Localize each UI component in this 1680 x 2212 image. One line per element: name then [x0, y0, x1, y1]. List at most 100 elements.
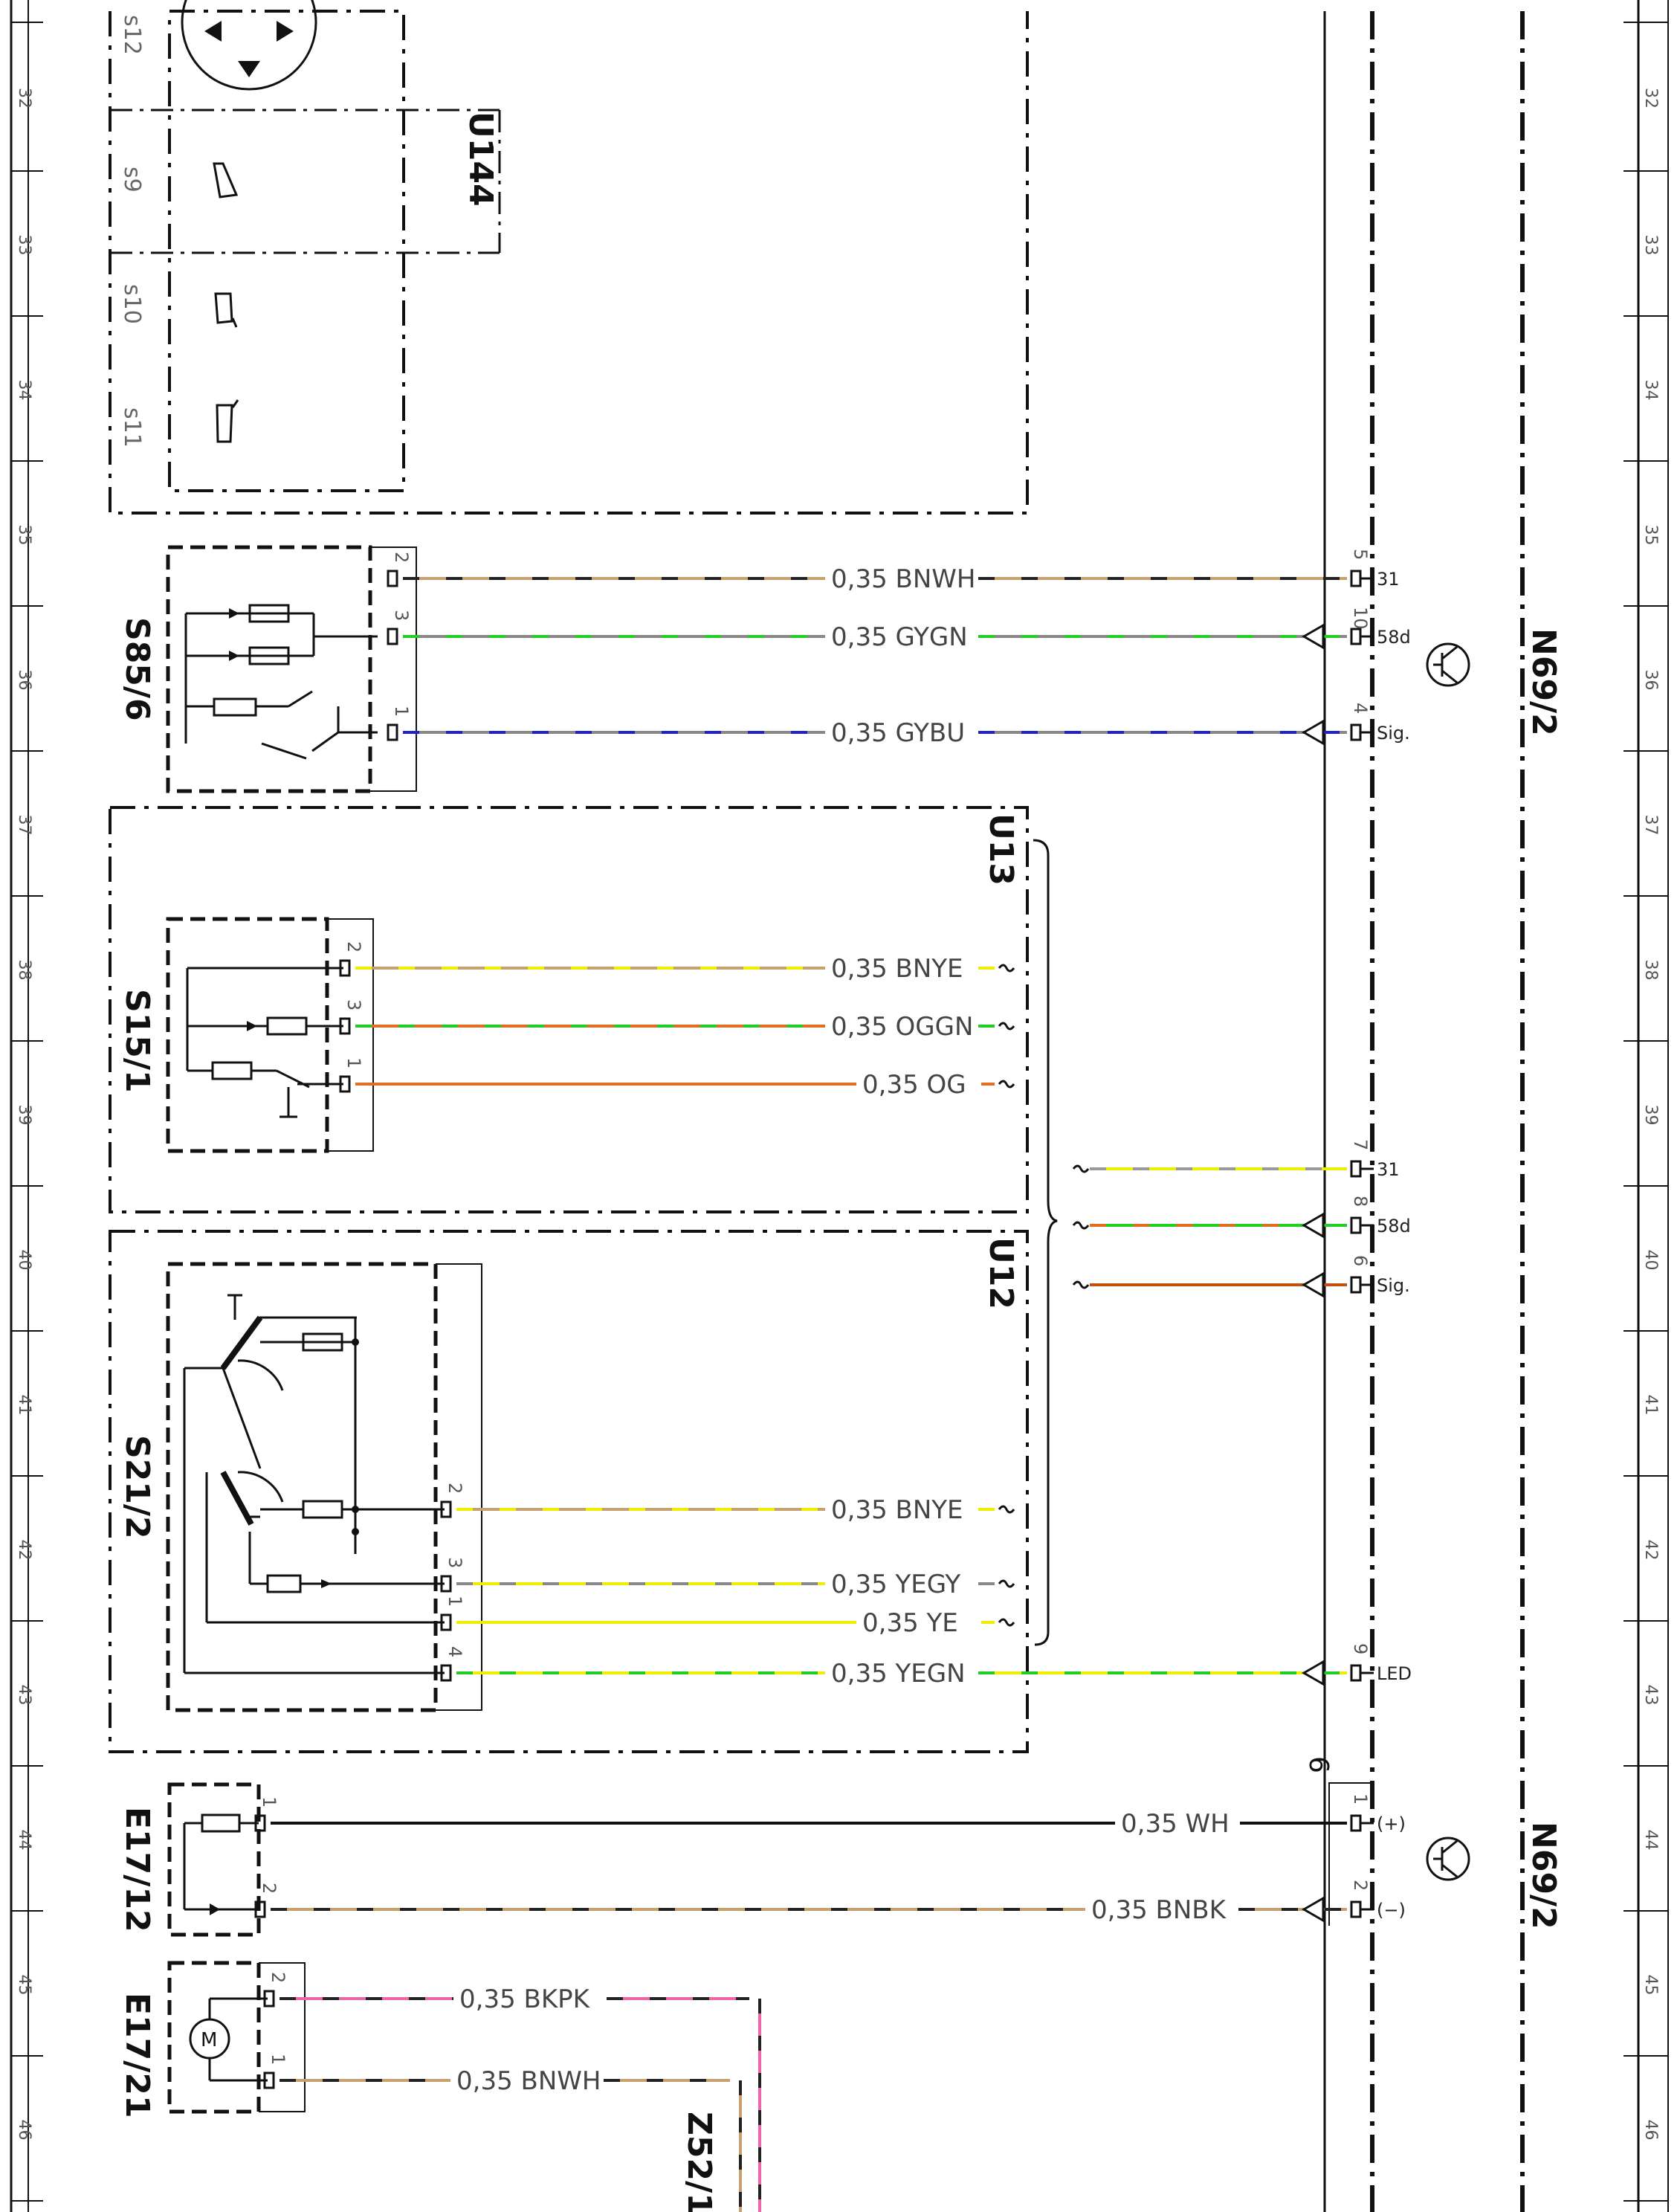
wire-break-symbol — [998, 1080, 1015, 1089]
right-pin-name: (+) — [1377, 1813, 1406, 1834]
s85-6-label: S85/6 — [118, 617, 156, 721]
wire-w6: 10,35 OG — [339, 1057, 1015, 1100]
left-pin-symbol — [387, 723, 398, 741]
signal-arrow-icon — [1301, 1660, 1325, 1686]
left-pin-number: 3 — [391, 610, 412, 621]
wire-break-symbol — [998, 1579, 1015, 1588]
transistor-icon-bottom — [1426, 1837, 1470, 1881]
left-pin-symbol — [339, 1017, 351, 1035]
connector-6-label: 6 — [1303, 1756, 1334, 1773]
ruler-number: 35 — [1641, 525, 1660, 546]
ruler-number: 43 — [1641, 1685, 1660, 1706]
right-pin-symbol — [1350, 723, 1362, 741]
s85-6-switch: S85/6 — [118, 545, 417, 793]
ruler-number: 41 — [15, 1395, 33, 1416]
right-pin-number: 8 — [1350, 1196, 1371, 1207]
left-pin-symbol — [263, 1990, 275, 2008]
left-pin-number: 1 — [391, 706, 412, 717]
wire-w7: 7 31 — [1072, 1139, 1400, 1180]
wire-label: 0,35 BNWH — [831, 564, 975, 594]
wire-label: 0,35 BNYE — [831, 1495, 963, 1525]
transistor-icon — [1426, 642, 1470, 687]
wire-label: 0,35 GYBU — [831, 718, 965, 748]
right-pin-name: (−) — [1377, 1900, 1406, 1921]
ruler-number: 41 — [1641, 1395, 1660, 1416]
ruler-number: 40 — [1641, 1250, 1660, 1271]
wire-label: 0,35 BKPK — [459, 1984, 591, 2014]
signal-arrow-icon — [1301, 623, 1325, 650]
signal-arrow-icon — [1301, 719, 1325, 746]
ruler-number: 44 — [15, 1830, 33, 1851]
wire-label: 0,35 BNWH — [456, 2066, 601, 2096]
right-pin-symbol — [1350, 628, 1362, 645]
wire-label: 0,35 OGGN — [831, 1012, 973, 1042]
right-pin-number: 4 — [1350, 703, 1371, 714]
wire-label: 0,35 GYGN — [831, 622, 968, 652]
left-pin-number: 2 — [268, 1972, 288, 1983]
left-pin-symbol — [339, 959, 351, 977]
right-pin-symbol — [1350, 1814, 1362, 1832]
right-pin-number: 6 — [1350, 1255, 1371, 1266]
left-pin-number: 3 — [445, 1557, 465, 1568]
wire-break-symbol — [998, 1022, 1015, 1031]
left-pin-number: 2 — [445, 1483, 465, 1494]
wire-w17: 10,35 BNWH — [263, 2054, 730, 2096]
wire-label: 0,35 WH — [1121, 1809, 1230, 1839]
right-pin-number: 1 — [1350, 1793, 1371, 1805]
right-pin-symbol — [1350, 1664, 1362, 1682]
connector-6-bracket: 6 — [1303, 1756, 1372, 1926]
ruler-number: 39 — [1641, 1105, 1660, 1126]
s21-2-switch: S21/2 — [118, 1262, 482, 1712]
ruler-number: 35 — [15, 525, 33, 546]
s15-1-switch: S15/1 — [118, 917, 374, 1153]
right-pin-name: LED — [1377, 1663, 1412, 1684]
ruler-number: 42 — [15, 1540, 33, 1561]
ruler-number: 34 — [15, 380, 33, 401]
sub-label-s10: s10 — [119, 284, 145, 324]
signal-arrow-icon — [1301, 1212, 1325, 1239]
direction-pad-icon — [181, 0, 317, 91]
wire-label: 0,35 YE — [862, 1608, 958, 1638]
wire-label: 0,35 BNBK — [1091, 1895, 1227, 1925]
left-pin-symbol — [440, 1664, 452, 1682]
u12-module: U12 — [109, 1230, 1029, 1753]
sub-label-s12: s12 — [119, 15, 145, 55]
right-pin-number: 2 — [1350, 1880, 1371, 1891]
right-pin-number: 7 — [1350, 1139, 1371, 1150]
right-pin-name: Sig. — [1377, 1275, 1410, 1296]
left-pin-symbol — [440, 1613, 452, 1631]
wire-w14: 10,35 WH1(+) — [254, 1793, 1406, 1839]
ruler-number: 34 — [1641, 380, 1660, 401]
z52-1-splice: Z52/1 — [680, 1999, 761, 2212]
left-pin-symbol — [339, 1075, 351, 1093]
left-pin-number: 3 — [343, 999, 364, 1010]
ruler-number: 36 — [1641, 670, 1660, 691]
left-pin-symbol — [440, 1575, 452, 1593]
ruler-number: 45 — [15, 1975, 33, 1996]
e17-12-component: E17/12 — [118, 1782, 261, 1937]
signal-arrow-icon — [1301, 1896, 1325, 1923]
ruler-number: 42 — [1641, 1540, 1660, 1561]
u13-module: U13 — [109, 806, 1058, 1646]
right-pin-name: 31 — [1377, 1159, 1400, 1180]
wire-break-symbol — [1072, 1280, 1090, 1289]
left-pin-number: 2 — [343, 941, 364, 952]
wire-w11: 30,35 YEGY — [440, 1557, 1015, 1599]
sub-label-s11: s11 — [119, 407, 145, 448]
left-pin-symbol — [254, 1900, 266, 1918]
left-pin-number: 4 — [445, 1646, 465, 1657]
u144-module: U144 s12 s9 s10 s11 — [109, 0, 1029, 515]
e17-21-label: E17/21 — [118, 1993, 156, 2118]
signal-arrow-icon — [1301, 1271, 1325, 1298]
n69-2-label-top: N69/2 — [1525, 628, 1563, 736]
left-pin-symbol — [263, 2071, 275, 2089]
u13-label: U13 — [982, 813, 1020, 886]
wire-break-symbol — [998, 1505, 1015, 1514]
